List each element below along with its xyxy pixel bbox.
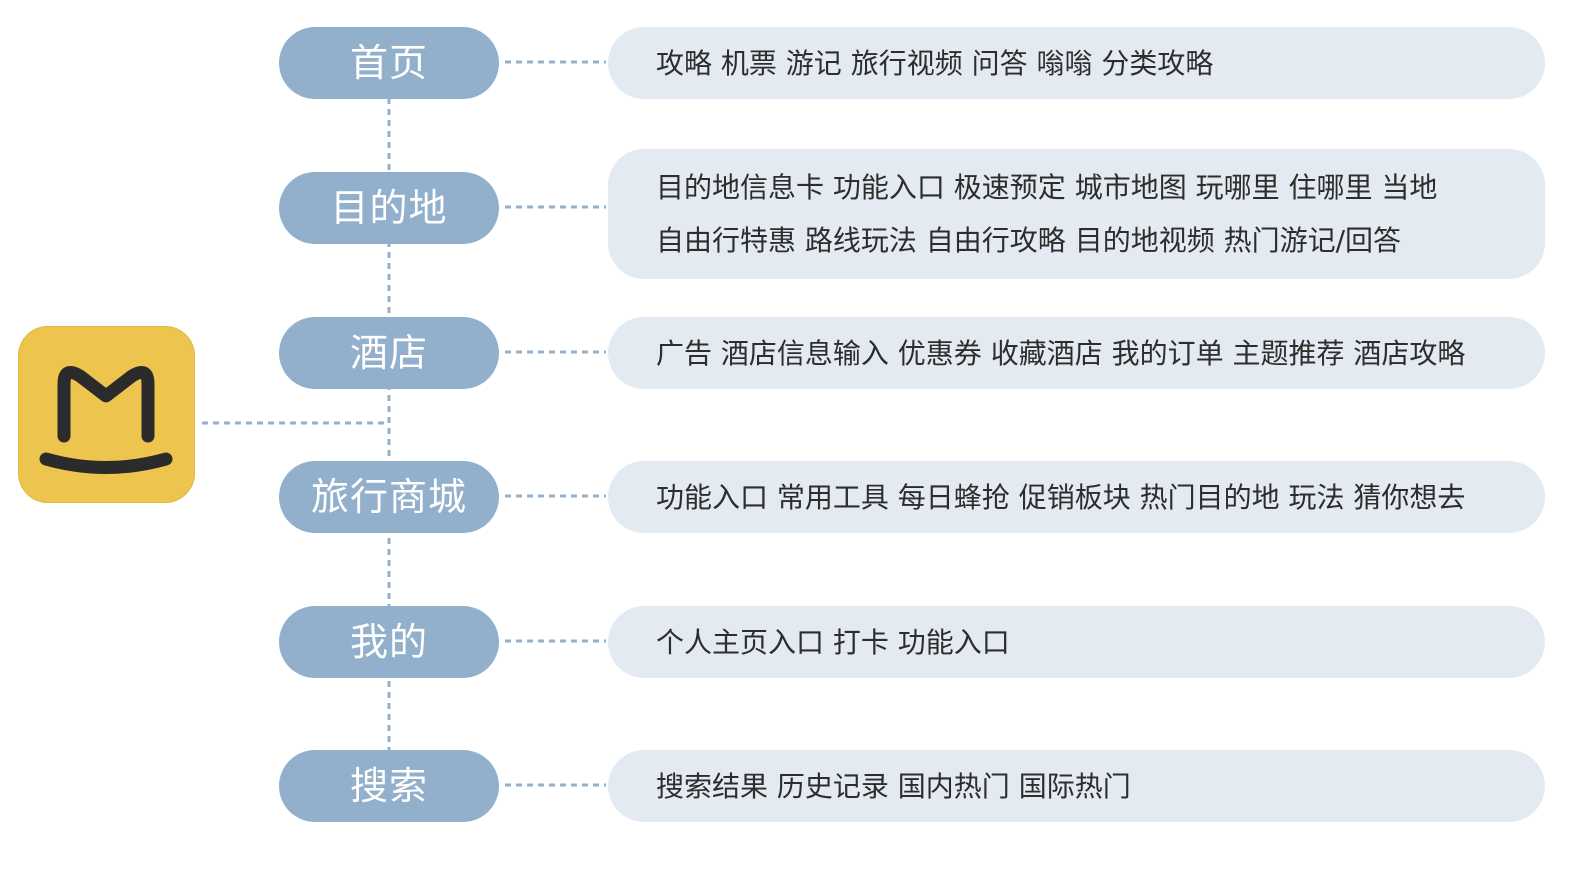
detail-line: 搜索结果 历史记录 国内热门 国际热门 xyxy=(656,769,1131,803)
category-mine: 我的 xyxy=(279,606,499,678)
mafengwo-logo-mark xyxy=(39,365,173,474)
detail-line: 自由行特惠 路线玩法 自由行攻略 目的地视频 热门游记/回答 xyxy=(656,224,1402,257)
detail-hotel: 广告 酒店信息输入 优惠券 收藏酒店 我的订单 主题推荐 酒店攻略 xyxy=(608,317,1545,389)
category-search: 搜索 xyxy=(279,750,499,822)
detail-search: 搜索结果 历史记录 国内热门 国际热门 xyxy=(608,750,1545,822)
detail-home: 攻略 机票 游记 旅行视频 问答 嗡嗡 分类攻略 xyxy=(608,27,1545,99)
detail-line: 攻略 机票 游记 旅行视频 问答 嗡嗡 分类攻略 xyxy=(656,46,1214,80)
detail-line: 目的地信息卡 功能入口 极速预定 城市地图 玩哪里 住哪里 当地 xyxy=(656,171,1438,204)
detail-line: 广告 酒店信息输入 优惠券 收藏酒店 我的订单 主题推荐 酒店攻略 xyxy=(656,336,1466,370)
category-hotel: 酒店 xyxy=(279,317,499,389)
category-travel-mall: 旅行商城 xyxy=(279,461,499,533)
category-home: 首页 xyxy=(279,27,499,99)
category-destination: 目的地 xyxy=(279,172,499,244)
detail-line: 个人主页入口 打卡 功能入口 xyxy=(656,625,1010,659)
mafengwo-app-icon xyxy=(18,326,195,503)
detail-line: 功能入口 常用工具 每日蜂抢 促销板块 热门目的地 玩法 猜你想去 xyxy=(656,480,1466,514)
detail-destination: 目的地信息卡 功能入口 极速预定 城市地图 玩哪里 住哪里 当地 自由行特惠 路… xyxy=(608,149,1545,279)
detail-travel-mall: 功能入口 常用工具 每日蜂抢 促销板块 热门目的地 玩法 猜你想去 xyxy=(608,461,1545,533)
detail-mine: 个人主页入口 打卡 功能入口 xyxy=(608,606,1545,678)
